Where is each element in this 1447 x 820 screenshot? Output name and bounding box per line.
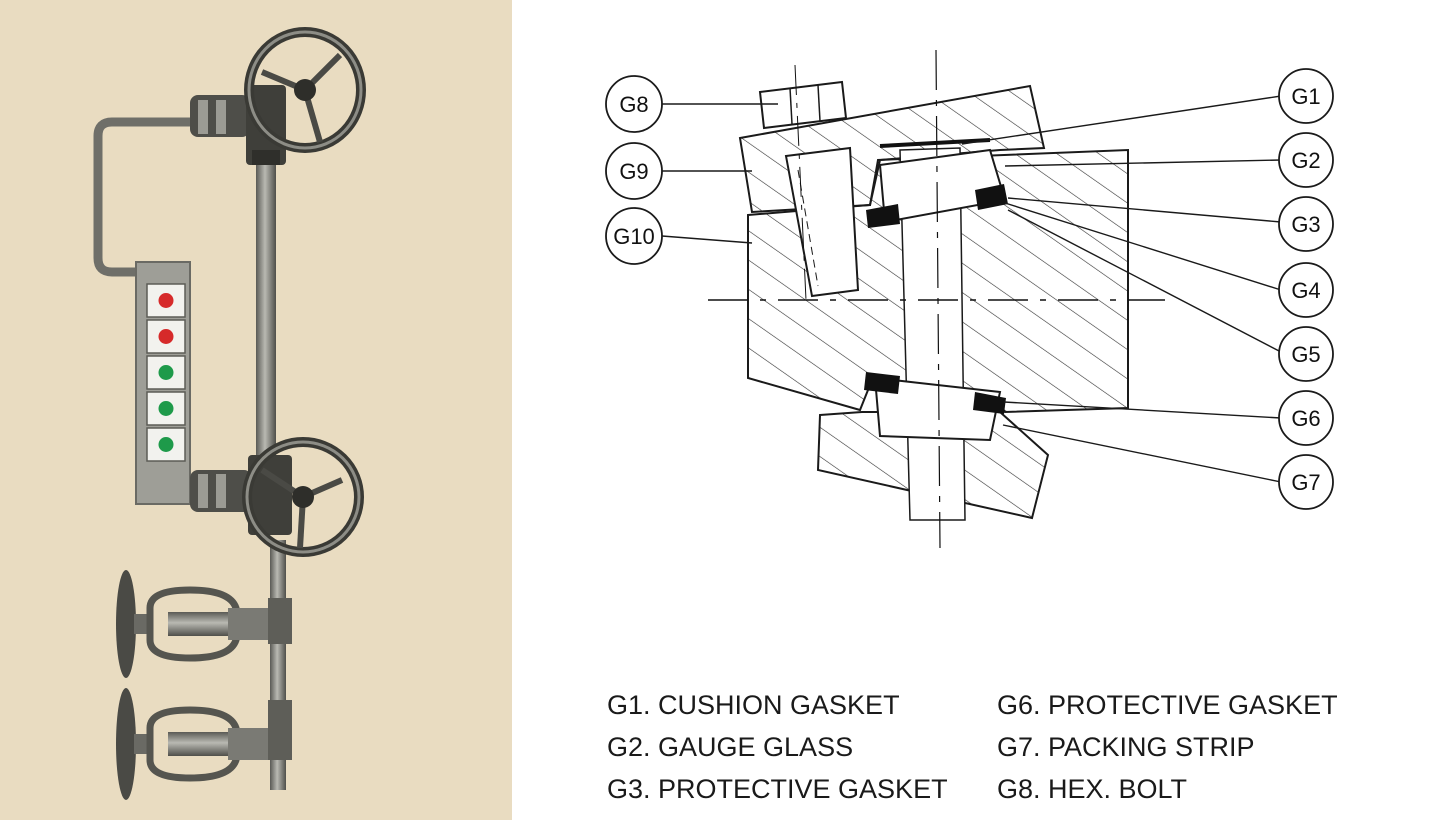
gasket-top-right (975, 184, 1008, 210)
cushion-gasket-line (879, 138, 991, 148)
hex-bolt (758, 80, 860, 298)
leader-lines (661, 95, 1282, 483)
legend-item-g9: G9. GAUGE COVER (997, 812, 1338, 820)
indicator-light (158, 293, 174, 308)
svg-text:G2: G2 (1291, 148, 1320, 173)
legend-item-g8: G8. HEX. BOLT (997, 774, 1188, 804)
gasket-bottom-right (973, 392, 1006, 414)
top-valve (190, 85, 286, 165)
svg-text:G5: G5 (1291, 342, 1320, 367)
top-handwheel (244, 27, 366, 153)
bypass-tube (93, 117, 210, 277)
legend-item-g4: G4. MICA GASKET (607, 812, 948, 820)
legend-item-g2: G2. GAUGE GLASS (607, 732, 854, 762)
drain-valve-upper (116, 570, 292, 678)
main-pipe (256, 150, 276, 460)
gauge-product-photo (0, 0, 512, 820)
legend-item-g3: G3. PROTECTIVE GASKET (607, 774, 948, 804)
callout-right-g5: G5 (1278, 326, 1334, 382)
callout-right-g3: G3 (1278, 196, 1334, 252)
svg-text:G7: G7 (1291, 470, 1320, 495)
parts-legend: G1. CUSHION GASKET G2. GAUGE GLASS G3. P… (607, 686, 1427, 820)
svg-text:G9: G9 (619, 159, 648, 184)
bottom-handwheel (242, 437, 364, 557)
svg-text:G10: G10 (613, 224, 655, 249)
callout-left-g8: G8 (605, 75, 663, 133)
gauge-glass-bottom (873, 376, 1002, 442)
callout-right-g4: G4 (1278, 262, 1334, 318)
indicator-light (158, 365, 174, 380)
svg-text:G8: G8 (619, 92, 648, 117)
gasket-top-left (866, 204, 900, 228)
indicator-light (158, 437, 174, 452)
svg-text:G1: G1 (1291, 84, 1320, 109)
gauge-cross-section: G8 G9 G10 G1 G2 G3 G4 G5 (605, 49, 1334, 549)
legend-column-right: G6. PROTECTIVE GASKET G7. PACKING STRIP … (997, 686, 1338, 820)
cross-section-diagram: G8 G9 G10 G1 G2 G3 G4 G5 (512, 0, 1447, 820)
vertical-centerline (935, 49, 941, 549)
legend-item-g1: G1. CUSHION GASKET (607, 690, 900, 720)
callout-right-g6: G6 (1278, 390, 1334, 446)
svg-text:G3: G3 (1291, 212, 1320, 237)
callout-left-g9: G9 (605, 142, 663, 200)
legend-item-g7: G7. PACKING STRIP (997, 732, 1255, 762)
indicator-lights (146, 283, 186, 462)
callout-left-g10: G10 (605, 207, 663, 265)
gasket-bottom-left (864, 372, 900, 394)
callout-right-g7: G7 (1278, 454, 1334, 510)
bottom-valve (190, 455, 292, 535)
indicator-window (146, 319, 186, 354)
callout-right-g1: G1 (1278, 68, 1334, 124)
svg-text:G4: G4 (1291, 278, 1320, 303)
callout-right-g2: G2 (1278, 132, 1334, 188)
legend-column-left: G1. CUSHION GASKET G2. GAUGE GLASS G3. P… (607, 686, 948, 820)
bolt-centerline (794, 64, 807, 301)
legend-item-g6: G6. PROTECTIVE GASKET (997, 690, 1338, 720)
svg-text:G6: G6 (1291, 406, 1320, 431)
indicator-light (158, 401, 174, 416)
indicator-light (158, 329, 174, 344)
drain-valve-lower (116, 688, 292, 800)
water-level-gauge-illustration (93, 27, 366, 800)
